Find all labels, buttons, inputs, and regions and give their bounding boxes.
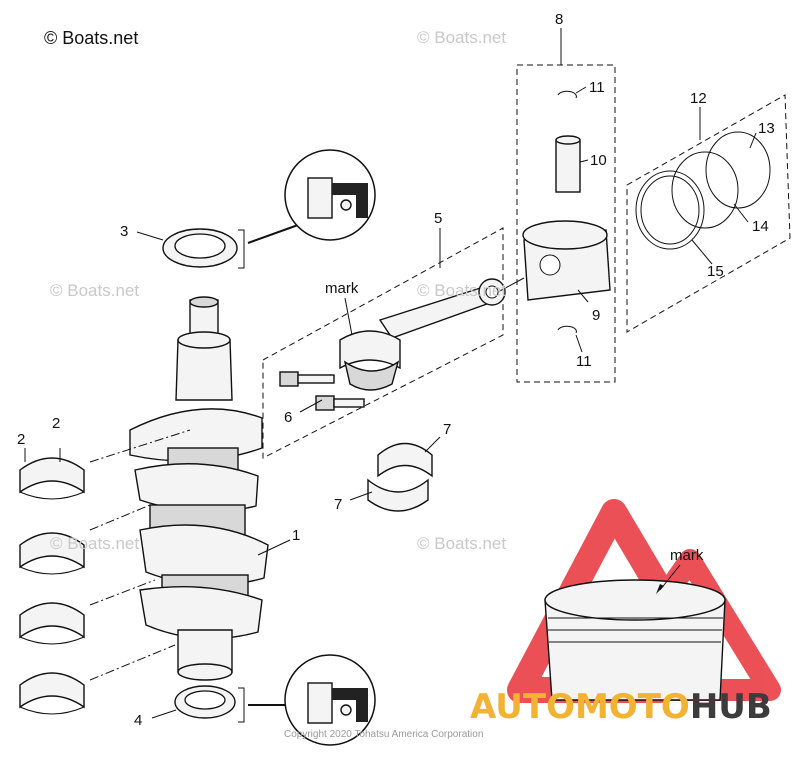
main-bearing: [19, 457, 85, 500]
watermark-faint: © Boats.net: [417, 28, 506, 47]
callout-6: 6: [284, 409, 292, 426]
brand-word-a: AUTOMOTO: [470, 687, 690, 727]
rod-mark-label: mark: [325, 280, 359, 297]
watermark-main: © Boats.net: [44, 28, 138, 48]
piston-group-box: [516, 64, 616, 383]
main-bearing-stack: [19, 457, 85, 715]
watermark-faint: © Boats.net: [50, 281, 139, 300]
callout-10: 10: [590, 152, 607, 169]
main-bearing: [19, 672, 85, 715]
callout-4: 4: [134, 712, 142, 729]
main-bearing: [19, 532, 85, 575]
callout-3: 3: [120, 223, 128, 240]
watermark-faint: © Boats.net: [417, 281, 506, 300]
piston-ring-group-box: [626, 94, 791, 333]
callout-5: 5: [434, 210, 442, 227]
callout-1: 1: [292, 527, 300, 544]
oil-seal-upper: [162, 224, 299, 269]
oil-seal-lower: [174, 685, 296, 723]
callout-8: 8: [555, 11, 563, 28]
callout-leaders: [24, 28, 757, 719]
callout-2: 2: [17, 431, 25, 448]
callout-11: 11: [576, 353, 592, 370]
oil-ring: [635, 170, 705, 250]
rod-bolt: [315, 395, 365, 411]
piston-pin-clip-lower: [557, 325, 577, 334]
piston-pin: [555, 135, 581, 193]
bearing-alignment-lines: [89, 429, 191, 681]
watermark-faint: © Boats.net: [50, 534, 139, 553]
brand-word-b: HUB: [690, 687, 772, 727]
brand-wordmark: AUTOMOTOHUB: [470, 687, 772, 727]
piston-ring-second: [671, 151, 739, 229]
rod-bolt: [279, 371, 335, 387]
crankshaft: [129, 296, 269, 681]
seal-detail-lower: [284, 654, 376, 746]
piston: [522, 220, 611, 301]
callout-2: 2: [52, 415, 60, 432]
callout-7: 7: [334, 496, 342, 513]
callout-11: 11: [589, 79, 605, 96]
callout-14: 14: [752, 218, 769, 235]
callout-9: 9: [592, 307, 600, 324]
seal-detail-upper: [284, 149, 376, 241]
watermark-faint: © Boats.net: [417, 534, 506, 553]
callout-15: 15: [707, 263, 724, 280]
callout-12: 12: [690, 90, 707, 107]
callout-7: 7: [443, 421, 451, 438]
connecting-rod: [339, 278, 506, 391]
piston-mark-label: mark: [670, 547, 704, 564]
callout-13: 13: [758, 120, 775, 137]
connecting-rod-group-box: [262, 227, 504, 459]
copyright-notice: Copyright 2020 Tohatsu America Corporati…: [284, 729, 483, 740]
piston-ring-top: [705, 131, 771, 209]
piston-pin-clip-upper: [557, 90, 577, 99]
crankpin-bearing: [367, 442, 433, 512]
piston-detail: [544, 564, 726, 701]
main-bearing: [19, 602, 85, 645]
